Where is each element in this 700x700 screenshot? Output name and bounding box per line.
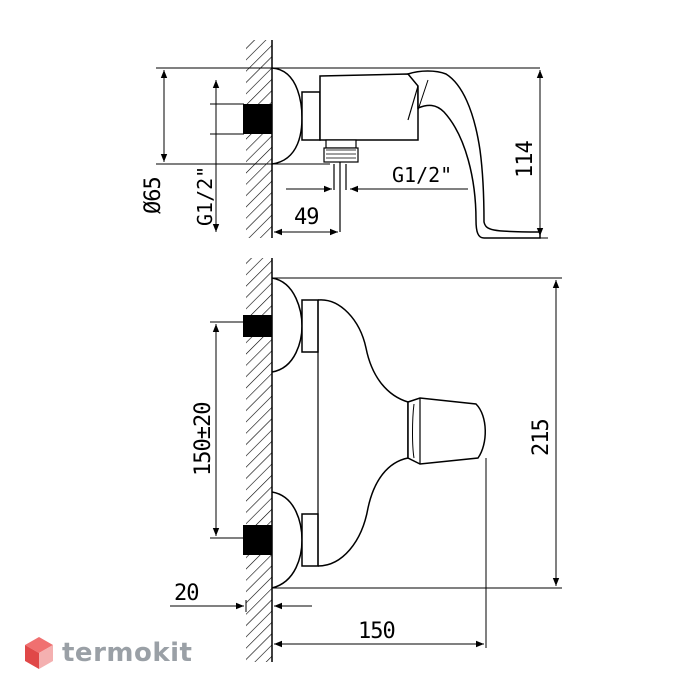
dim-inlet-spacing-label: 150±20 [191,403,216,476]
top-lever [406,70,541,239]
front-extension-lines [210,277,562,648]
top-view: Ø65 G1/2" G1/2" 49 114 [141,40,548,239]
dim-total-depth-label: 150 [358,619,395,644]
watermark: termokit [24,636,192,670]
dim-offset-label: 49 [294,205,319,230]
front-rosette-upper [271,277,303,373]
termokit-logo-icon [25,637,53,669]
dim-wall-offset-label: 20 [174,581,199,606]
dim-total-height-label: 215 [529,419,554,456]
front-inlet-upper [243,315,272,337]
top-wall [246,40,273,238]
front-view: 150±20 215 20 150 [170,258,562,662]
front-handle [407,397,486,465]
top-mixer-body [319,73,419,141]
front-inlet-lower [243,525,272,555]
top-inlet-thread [243,104,272,134]
dim-diameter-label: Ø65 [141,177,166,214]
dim-height-label: 114 [513,141,538,178]
front-rosette-lower [271,491,303,589]
front-connector-lower [301,513,319,567]
top-connector [301,91,321,141]
front-mixer-body [317,299,409,567]
dim-outlet-thread-label: G1/2" [392,163,452,187]
dim-inlet-thread-label: G1/2" [193,166,217,226]
top-rosette [271,67,303,165]
watermark-brand: termokit [62,638,193,668]
top-outlet [323,139,359,232]
front-connector-upper [301,299,319,353]
